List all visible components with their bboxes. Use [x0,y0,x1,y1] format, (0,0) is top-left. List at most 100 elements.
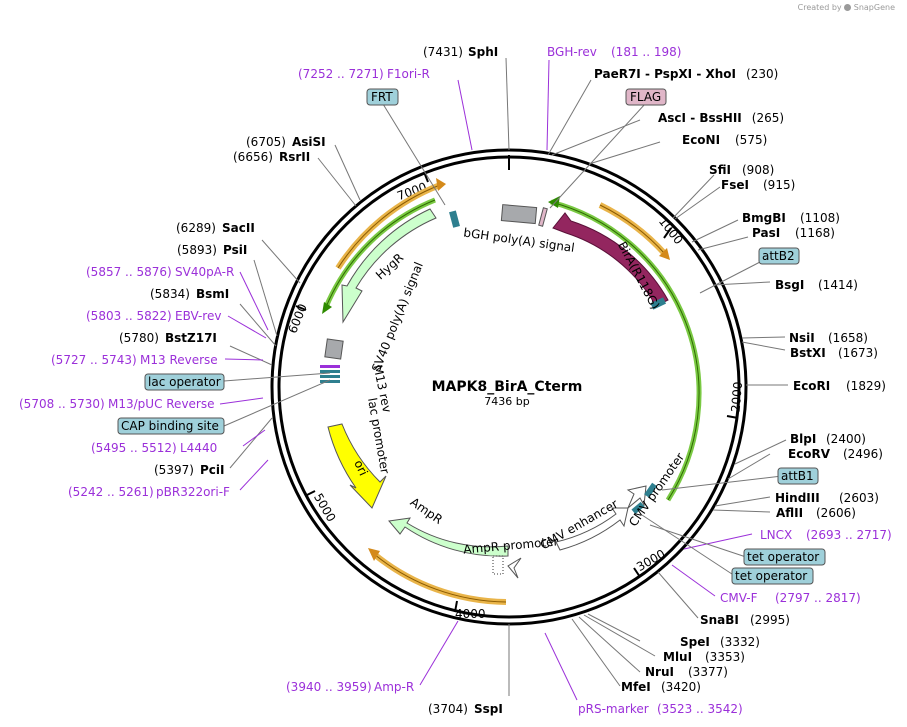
box-attb1: attB1 [781,469,814,483]
tick-4000: 4000 [455,607,486,621]
site-sfii-name: SfiI [709,163,731,177]
site-bmgbi-pos: (1108) [800,211,840,225]
site-bmgbi-name: BmgBI [742,211,786,225]
primer-connectors [219,59,753,701]
sv40-block [324,338,344,360]
site-ecori-pos: (1829) [846,379,886,393]
cmv-enhancer-arrow [555,507,629,551]
cmv-block-2 [644,482,658,498]
primer-m13puc-name: M13/pUC Reverse [108,397,215,411]
site-hindiii-name: HindIII [775,491,820,505]
site-asisi-pos: (6705) [246,135,286,149]
green-arrowhead-left [322,302,332,314]
site-sfii-pos: (908) [742,163,774,177]
lac-block-2 [320,380,340,383]
primer-bgh-rev-name: BGH-rev [547,45,597,59]
orange-arrowhead-bottom [368,548,380,561]
m13-block-2 [320,370,340,373]
site-bsgi-name: BsgI [775,278,804,292]
ampr-arrow [388,517,509,557]
feature-ori-label: ori [351,458,370,478]
site-ecorv-name: EcoRV [788,447,831,461]
primer-sv40pa-range: (5857 .. 5876) [86,265,172,279]
primer-f1ori-name: F1ori-R [387,67,430,81]
tick-6000: 6000 [285,302,309,336]
box-flag: FLAG [630,90,661,104]
site-asci-group: AscI - BssHII(265) [658,111,784,125]
site-bsmi-name: BsmI [196,287,229,301]
orange-arrowhead-top-left [436,178,446,191]
feature-ampr-label: AmpR [408,495,445,527]
site-snabi-pos: (2995) [750,613,790,627]
primer-ebv-range: (5803 .. 5822) [86,309,172,323]
primer-sv40pa-name: SV40pA-R [175,265,234,279]
tick-1000: 1000 [656,214,686,247]
box-cap-binding-site: CAP binding site [121,419,219,433]
site-sspi-pos: (3704) [428,702,468,716]
boxed-labels: FRT FLAG attB2 attB1 tet operator tet op… [117,88,826,585]
bgh-pink-block [538,207,548,227]
cmv-block-1 [631,501,645,515]
site-labels: (7431) SphI PaeR7I - PspXI - XhoI(230) A… [119,45,886,716]
primer-m13puc-range: (5708 .. 5730) [19,397,105,411]
snapgene-logo-icon [844,4,852,11]
primer-ampr-name: Amp-R [374,680,414,694]
primer-lncx-name: LNCX [760,528,792,542]
site-ecori-name: EcoRI [793,379,830,393]
credit-prefix: Created by [797,3,842,12]
site-sacii-pos: (6289) [176,221,216,235]
site-nrui-name: NruI [645,665,674,679]
site-mfei-pos: (3420) [661,680,701,694]
primer-prs-range: (3523 .. 3542) [657,702,743,716]
site-nrui-pos: (3377) [688,665,728,679]
bgh-block [500,204,538,225]
tick-5000: 5000 [311,491,338,524]
site-ecorv-pos: (2496) [843,447,883,461]
lac-block-1 [320,375,340,378]
primer-cmvf-name: CMV-F [720,591,758,605]
site-snabi-name: SnaBI [700,613,739,627]
primer-m13rev-range: (5727 .. 5743) [51,353,137,367]
site-connectors [229,57,788,696]
primer-l4440-name: L4440 [180,441,217,455]
primer-m13rev-name: M13 Reverse [140,353,218,367]
site-pcii-pos: (5397) [154,463,194,477]
site-blpi-pos: (2400) [826,432,866,446]
tick-marks [295,155,739,613]
plasmid-size: 7436 bp [484,395,529,408]
site-spei-name: SpeI [680,635,710,649]
site-econi-name: EcoNI [682,133,720,147]
site-fsei-name: FseI [721,178,749,192]
credit-brand: SnapGene [853,3,895,12]
site-sphi-pos: (7431) [423,45,463,59]
bira-end-block [650,297,667,310]
site-mfei-name: MfeI [621,680,651,694]
site-mlui-name: MluI [663,650,692,664]
primer-bgh-rev-range: (181 .. 198) [611,45,681,59]
ori-arrow [327,423,387,509]
primer-cmvf-range: (2797 .. 2817) [775,591,861,605]
site-psii-pos: (5893) [177,243,217,257]
credit: Created by SnapGene [798,3,895,12]
site-sacii-name: SacII [222,221,255,235]
primer-f1ori-range: (7252 .. 7271) [298,67,384,81]
green-arrowhead-right [548,196,560,208]
site-nsii-pos: (1658) [828,331,868,345]
site-sphi-name: SphI [468,45,498,59]
hygr-arrow [341,208,437,324]
primer-pbr-range: (5242 .. 5261) [68,485,154,499]
site-aflii-pos: (2606) [816,506,856,520]
primer-ampr-range: (3940 .. 3959) [286,680,372,694]
primer-prs-name: pRS-marker [578,702,649,716]
m13-block-1 [320,365,340,368]
site-blpi-name: BlpI [790,432,816,446]
site-spei-pos: (3332) [720,635,760,649]
site-asisi-name: AsiSI [292,135,326,149]
site-rsrii-name: RsrII [279,150,310,164]
site-mlui-pos: (3353) [705,650,745,664]
tick-2000: 2000 [728,381,745,413]
box-connectors [223,103,783,577]
site-psii-name: PsiI [223,243,247,257]
site-econi-pos: (575) [735,133,767,147]
